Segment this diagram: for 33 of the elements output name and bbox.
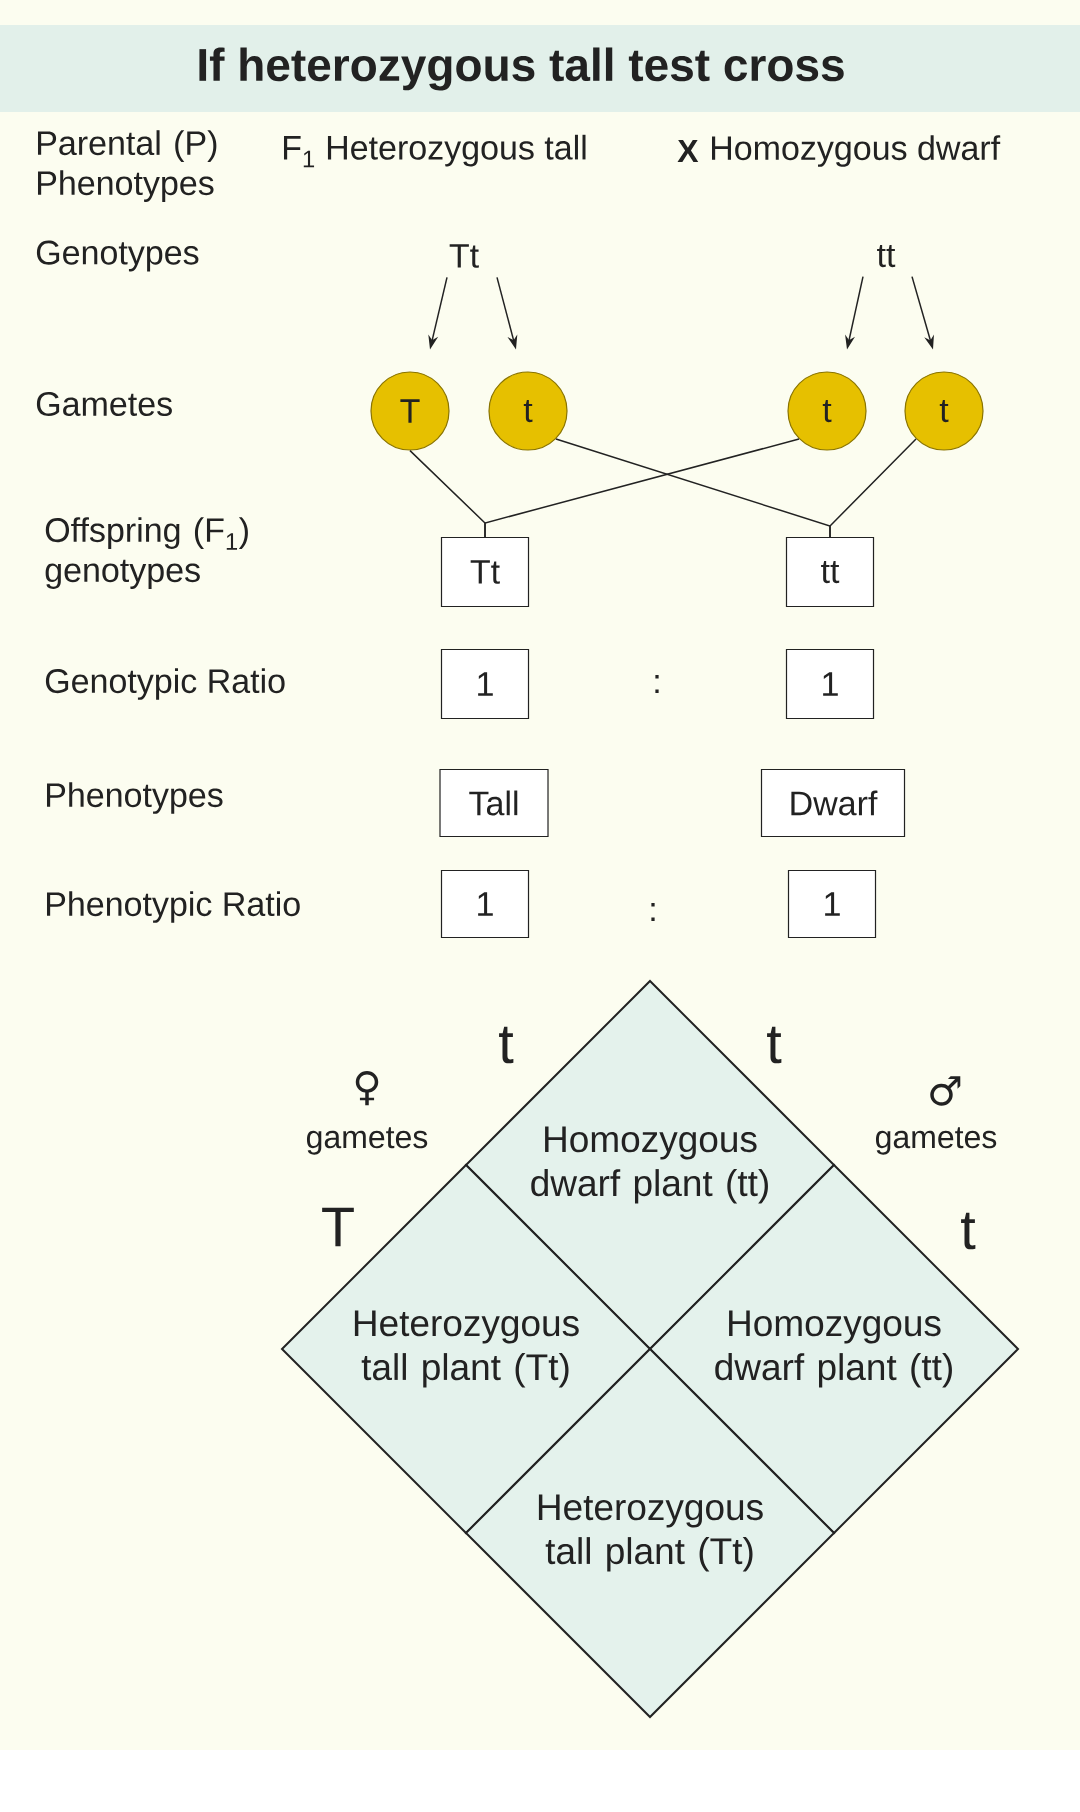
gametes-label: gametes bbox=[307, 1127, 428, 1155]
parent-label: Homozygous dwarf bbox=[712, 135, 1001, 167]
allele-label: t bbox=[767, 1026, 782, 1064]
value-box: 1 bbox=[440, 648, 530, 720]
row-label: Phenotypic Ratio bbox=[47, 891, 300, 923]
value-box: 1 bbox=[787, 869, 877, 939]
allele-label: t bbox=[499, 1026, 514, 1064]
title: If heterozygous tall test cross bbox=[199, 47, 844, 91]
value-box: 1 bbox=[440, 869, 530, 939]
row-label: Gametes bbox=[36, 391, 172, 417]
row-label: Offspring (F$_{1}$) genotypes bbox=[45, 517, 248, 589]
genotype-label: tt bbox=[877, 244, 896, 268]
male-symbol: ♂ bbox=[930, 1076, 961, 1106]
gametes-label: gametes bbox=[876, 1127, 997, 1155]
parent-label: F$_{1}$ Heterozygous tall bbox=[284, 134, 586, 168]
value-box: 1 bbox=[785, 648, 875, 720]
value-box: tt bbox=[785, 536, 875, 608]
female-symbol: ♀ bbox=[355, 1070, 379, 1106]
value-box: Tall bbox=[439, 768, 549, 838]
row-label: Genotypes bbox=[36, 240, 199, 272]
connector-line bbox=[484, 438, 800, 538]
value-box: Dwarf bbox=[760, 768, 906, 838]
row-label: Genotypic Ratio bbox=[45, 668, 285, 700]
ratio-colon: : bbox=[655, 675, 659, 693]
cross-sign: X bbox=[677, 140, 699, 162]
allele-label: T bbox=[322, 1207, 354, 1247]
connector-line bbox=[829, 438, 917, 538]
allele-label: t bbox=[961, 1212, 976, 1250]
row-label: Phenotypes bbox=[47, 782, 223, 814]
row-label: Parental (P) Phenotypes bbox=[38, 130, 217, 202]
value-box: Tt bbox=[440, 536, 530, 608]
ratio-colon: : bbox=[651, 903, 655, 921]
genotype-label: Tt bbox=[449, 244, 479, 268]
